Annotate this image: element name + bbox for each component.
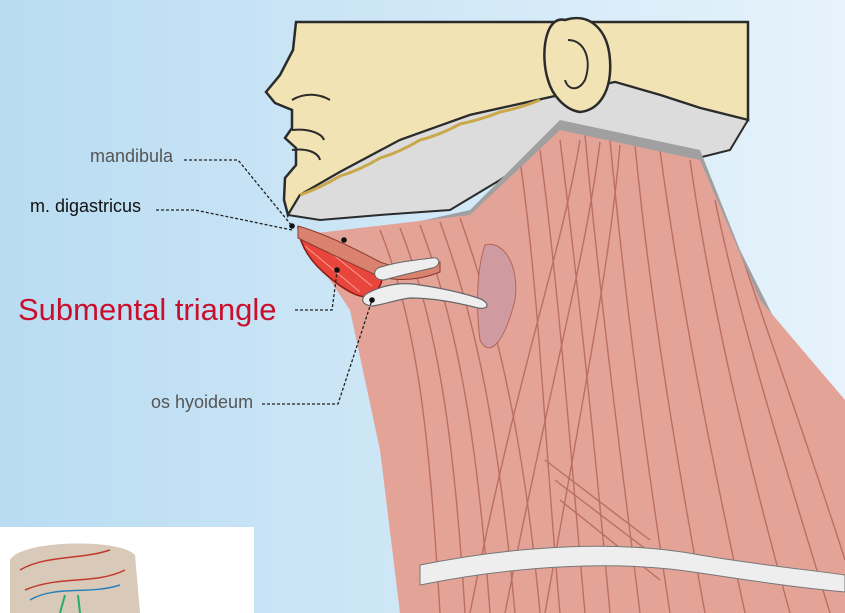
- label-mandibula: mandibula: [90, 146, 173, 167]
- dot-mandibula: [289, 223, 295, 229]
- dot-hyoideum: [369, 297, 375, 303]
- label-m-digastricus: m. digastricus: [30, 196, 141, 217]
- dot-digastricus: [341, 237, 347, 243]
- label-os-hyoideum: os hyoideum: [151, 392, 253, 413]
- thumbnail-inset: [0, 527, 254, 613]
- dot-submental: [334, 267, 340, 273]
- label-submental-triangle: Submental triangle: [18, 292, 277, 328]
